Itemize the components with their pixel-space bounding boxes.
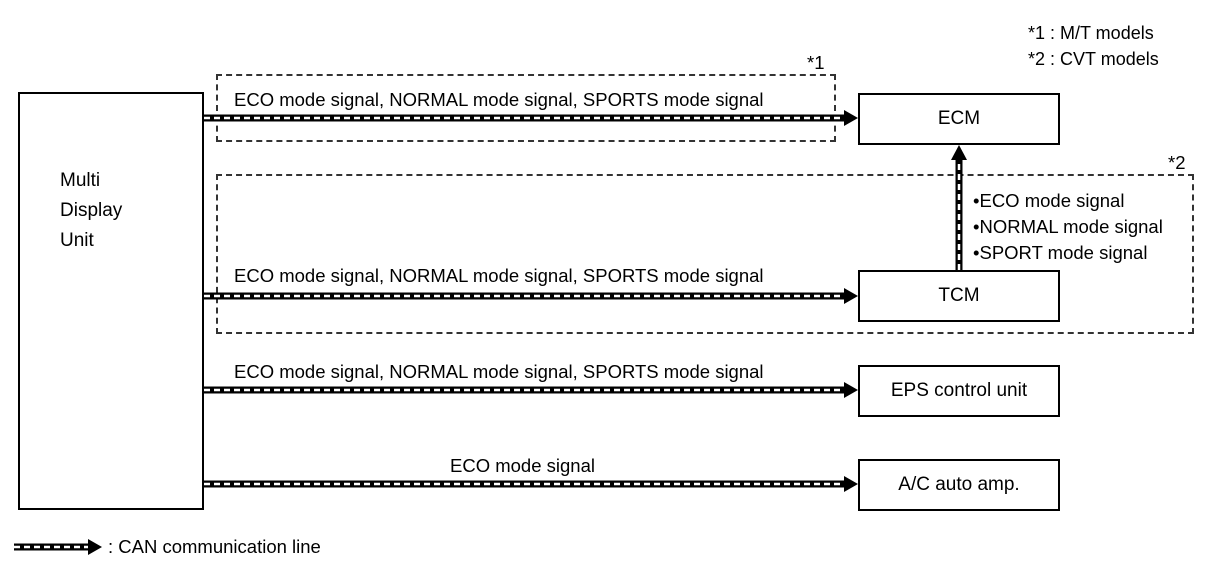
eps-label: EPS control unit <box>890 380 1028 401</box>
ecm-label: ECM <box>937 108 981 129</box>
mt-marker: *1 <box>807 52 825 73</box>
can-line-ecm <box>204 110 858 126</box>
model-notes: *1 : M/T models *2 : CVT models <box>1028 20 1159 72</box>
mdu-line-1: Multi <box>60 170 101 191</box>
ecm-box: ECM <box>858 93 1060 145</box>
note-mt: *1 : M/T models <box>1028 23 1154 43</box>
note-cvt: *2 : CVT models <box>1028 49 1159 69</box>
ac-label: A/C auto amp. <box>898 474 1020 495</box>
signal-label-ecm: ECO mode signal, NORMAL mode signal, SPO… <box>234 89 764 110</box>
mdu-line-3: Unit <box>60 230 94 251</box>
legend-line <box>14 539 102 555</box>
signal-label-tcm: ECO mode signal, NORMAL mode signal, SPO… <box>234 265 764 286</box>
can-line-eps <box>204 382 858 398</box>
signal-list-item: •NORMAL mode signal <box>973 216 1163 237</box>
ac-box: A/C auto amp. <box>858 459 1060 511</box>
signal-label-eps: ECO mode signal, NORMAL mode signal, SPO… <box>234 361 764 382</box>
tcm-box: TCM <box>858 270 1060 322</box>
multi-display-unit-label: Multi Display Unit <box>60 166 122 256</box>
can-line-tcm <box>204 288 858 304</box>
legend-label: : CAN communication line <box>108 536 321 557</box>
can-line-tcm-to-ecm <box>951 145 967 270</box>
signal-list-item: •SPORT mode signal <box>973 242 1148 263</box>
signal-list-item: •ECO mode signal <box>973 190 1125 211</box>
eps-box: EPS control unit <box>858 365 1060 417</box>
can-line-ac <box>204 476 858 492</box>
signal-label-ac: ECO mode signal <box>450 455 595 476</box>
signal-list-tcm-to-ecm: •ECO mode signal •NORMAL mode signal •SP… <box>973 188 1163 266</box>
cvt-region <box>216 174 1194 334</box>
multi-display-unit <box>18 92 204 510</box>
cvt-marker: *2 <box>1168 152 1186 173</box>
tcm-label: TCM <box>938 285 980 306</box>
mt-region <box>216 74 836 142</box>
mdu-line-2: Display <box>60 200 123 221</box>
